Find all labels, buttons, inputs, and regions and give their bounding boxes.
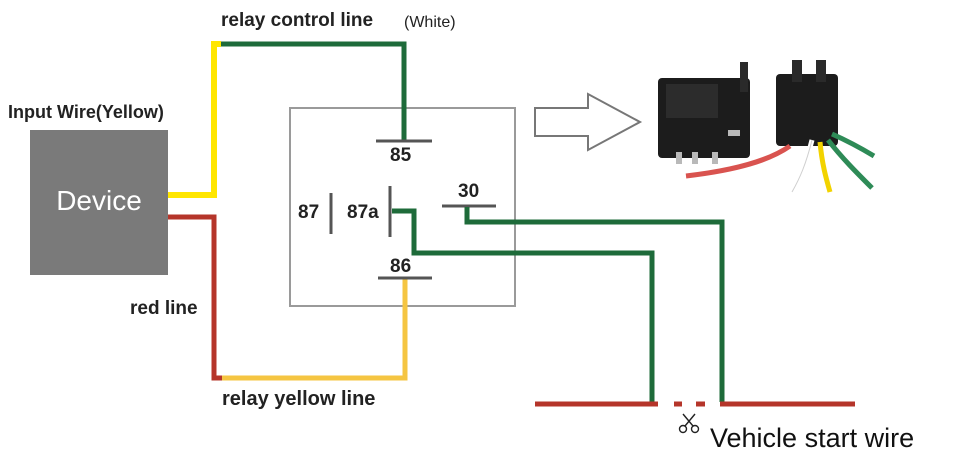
relay-control-line-label: relay control line	[221, 10, 374, 31]
relay-yellow-line-wire	[222, 279, 408, 381]
scissors-icon	[678, 413, 700, 434]
red-line-wire	[168, 214, 222, 381]
relay-with-socket-illustration	[658, 60, 876, 194]
input-wire-yellow	[168, 41, 221, 198]
pin-30-label: 30	[458, 181, 480, 202]
input-wire-label: Input Wire(Yellow)	[8, 102, 164, 122]
relay-yellow-line-label: relay yellow line	[222, 388, 376, 410]
pin-85-label: 85	[390, 145, 412, 166]
vehicle-start-wire-label: Vehicle start wire	[710, 423, 915, 453]
wire-30	[464, 207, 725, 402]
white-note-label: (White)	[404, 14, 456, 31]
device-label: Device	[56, 185, 142, 216]
pin-87a-label: 87a	[347, 202, 379, 223]
wire-87a	[392, 208, 655, 402]
pin-86-label: 86	[390, 256, 412, 277]
red-line-label: red line	[130, 298, 198, 319]
device-box: Device	[30, 130, 168, 275]
pin-87-label: 87	[298, 202, 320, 223]
right-arrow-outline-icon	[534, 92, 643, 152]
relay-control-line	[221, 41, 407, 140]
